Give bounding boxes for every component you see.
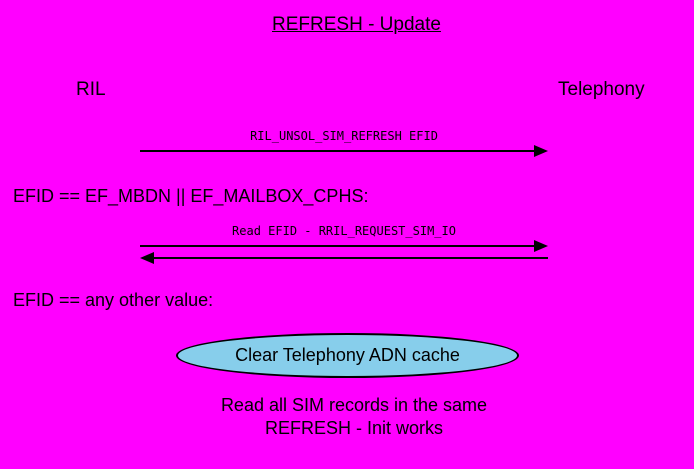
condition-any-other-value: EFID == any other value: <box>13 290 214 310</box>
bottom-note: Read all SIM records in the same REFRESH… <box>154 394 554 440</box>
actor-telephony: Telephony <box>558 79 645 100</box>
arrowhead-right-icon <box>534 145 548 157</box>
message-arrow-refresh-efid: RIL_UNSOL_SIM_REFRESH EFID <box>140 129 548 157</box>
note-line-1: Read all SIM records in the same <box>220 395 488 415</box>
arrow-line <box>140 245 534 247</box>
arrow-line <box>140 150 534 152</box>
arrowhead-right-icon <box>534 240 548 252</box>
note-line-2: REFRESH - Init works <box>264 418 444 438</box>
actor-ril: RIL <box>76 79 106 100</box>
message-label: RIL_UNSOL_SIM_REFRESH EFID <box>250 129 438 143</box>
action-ellipse: Clear Telephony ADN cache <box>176 333 519 378</box>
arrow-line <box>154 257 548 259</box>
message-label: Read EFID - RRIL_REQUEST_SIM_IO <box>232 224 456 238</box>
arrowhead-left-icon <box>140 252 154 264</box>
action-ellipse-label: Clear Telephony ADN cache <box>235 345 460 365</box>
condition-mbdn-mailbox: EFID == EF_MBDN || EF_MAILBOX_CPHS: <box>13 186 369 206</box>
message-arrow-read-efid: Read EFID - RRIL_REQUEST_SIM_IO <box>140 224 548 264</box>
diagram-title: REFRESH - Update <box>272 14 441 35</box>
